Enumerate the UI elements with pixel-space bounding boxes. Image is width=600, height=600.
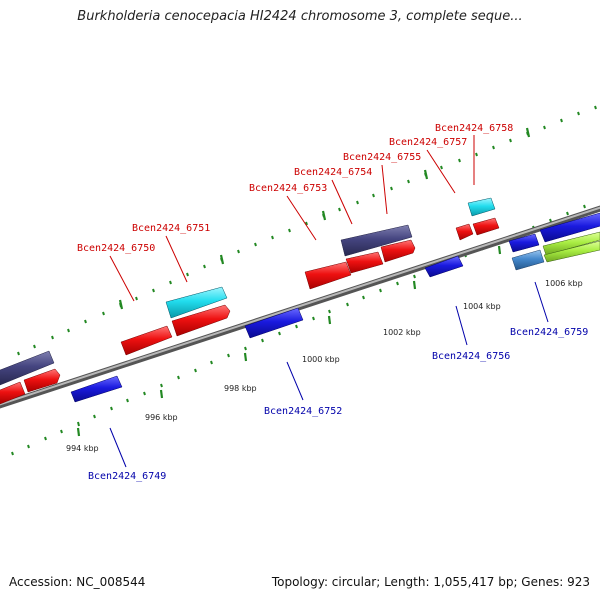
gene-bar-6758-cyan[interactable] [467, 197, 496, 217]
gene-label-6752[interactable]: Bcen2424_6752 [264, 406, 342, 417]
map-title: Burkholderia cenocepacia HI2424 chromoso… [77, 9, 523, 24]
gene-label-6755[interactable]: Bcen2424_6755 [343, 152, 421, 163]
gene-bar-6758[interactable] [472, 217, 500, 236]
outer-tick-row-major [118, 127, 531, 310]
gene-bar-6756[interactable] [424, 255, 464, 278]
gene-bar-6754[interactable] [345, 251, 384, 274]
gene-bar-6757[interactable] [455, 223, 474, 241]
kbp-label-1000: 1000 kbp [302, 355, 340, 364]
gene-label-6753[interactable]: Bcen2424_6753 [249, 183, 327, 194]
gene-bar-left-dark[interactable] [0, 350, 55, 386]
kbp-label-1004: 1004 kbp [463, 302, 501, 311]
gene-label-6750[interactable]: Bcen2424_6750 [77, 243, 155, 254]
leader-lines [109, 135, 549, 468]
gene-bar-left-red-b[interactable] [23, 368, 61, 393]
chromosome-backbone [0, 205, 600, 409]
gene-bar-6751-cyan[interactable] [165, 286, 228, 319]
gene-bar-6759[interactable] [511, 249, 545, 271]
gene-bar-right-blue-small[interactable] [508, 233, 540, 253]
gene-label-6759[interactable]: Bcen2424_6759 [510, 327, 588, 338]
gene-bar-6753[interactable] [304, 261, 352, 290]
gene-label-6749[interactable]: Bcen2424_6749 [88, 471, 166, 482]
kbp-label-1006: 1006 kbp [545, 279, 583, 288]
gene-bar-6752[interactable] [244, 307, 304, 339]
gene-bar-right-green[interactable] [542, 231, 600, 263]
kbp-label-1002: 1002 kbp [383, 328, 421, 337]
gene-label-6751[interactable]: Bcen2424_6751 [132, 223, 210, 234]
kbp-label-996: 996 kbp [145, 413, 178, 422]
gene-bar-6755[interactable] [380, 239, 416, 263]
gene-label-6754[interactable]: Bcen2424_6754 [294, 167, 372, 178]
outer-tick-row [17, 105, 597, 356]
topology-summary: Topology: circular; Length: 1,055,417 bp… [271, 575, 590, 589]
gene-bar-6755-dark[interactable] [340, 224, 413, 257]
gene-bar-right-blue-upper[interactable] [539, 212, 600, 243]
kbp-label-998: 998 kbp [224, 384, 257, 393]
accession-text: Accession: NC_008544 [9, 575, 146, 589]
kbp-label-994: 994 kbp [66, 444, 99, 453]
gene-bar-6749[interactable] [70, 375, 123, 403]
inner-tick-row-major [76, 245, 502, 437]
gene-bar-left-red-a[interactable] [0, 381, 26, 405]
gene-label-6756[interactable]: Bcen2424_6756 [432, 351, 510, 362]
gene-bar-6751[interactable] [171, 304, 231, 337]
gene-bar-6750[interactable] [120, 325, 173, 356]
gene-label-6758[interactable]: Bcen2424_6758 [435, 123, 513, 134]
gene-label-6757[interactable]: Bcen2424_6757 [389, 137, 467, 148]
